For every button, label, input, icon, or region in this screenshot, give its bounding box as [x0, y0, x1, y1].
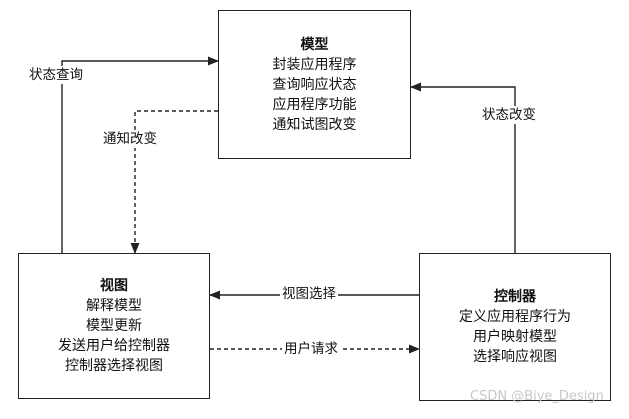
node-controller-line: 定义应用程序行为 [459, 309, 571, 325]
node-view-line: 控制器选择视图 [65, 358, 163, 374]
edge-state-change [409, 82, 516, 253]
node-model-line: 应用程序功能 [272, 96, 357, 113]
node-controller: 控制器 定义应用程序行为 用户映射模型 选择响应视图 [419, 253, 611, 401]
node-model: 模型 封装应用程序 查询响应状态 应用程序功能 通知试图改变 [218, 10, 411, 159]
edge-label-state-query: 状态查询 [27, 66, 85, 84]
watermark: CSDN @Biye_Design [470, 389, 604, 404]
edge-label-notify-change: 通知改变 [101, 130, 159, 148]
edge-label-user-request: 用户请求 [282, 340, 340, 358]
node-view-line: 模型更新 [86, 318, 142, 334]
node-view-title: 视图 [100, 278, 128, 294]
node-model-line: 封装应用程序 [272, 56, 357, 73]
node-view: 视图 解释模型 模型更新 发送用户给控制器 控制器选择视图 [18, 253, 210, 399]
edge-label-view-select: 视图选择 [280, 285, 338, 303]
node-model-title: 模型 [300, 36, 329, 53]
edge-label-state-change: 状态改变 [480, 106, 538, 124]
node-controller-line: 选择响应视图 [473, 349, 557, 365]
node-controller-title: 控制器 [494, 289, 536, 305]
edge-notify-change [130, 110, 218, 255]
node-view-line: 解释模型 [86, 298, 142, 314]
node-model-line: 查询响应状态 [272, 76, 357, 93]
node-view-line: 发送用户给控制器 [58, 338, 170, 354]
node-model-line: 通知试图改变 [272, 116, 357, 133]
node-controller-line: 用户映射模型 [473, 329, 557, 345]
edge-state-query [61, 56, 220, 253]
